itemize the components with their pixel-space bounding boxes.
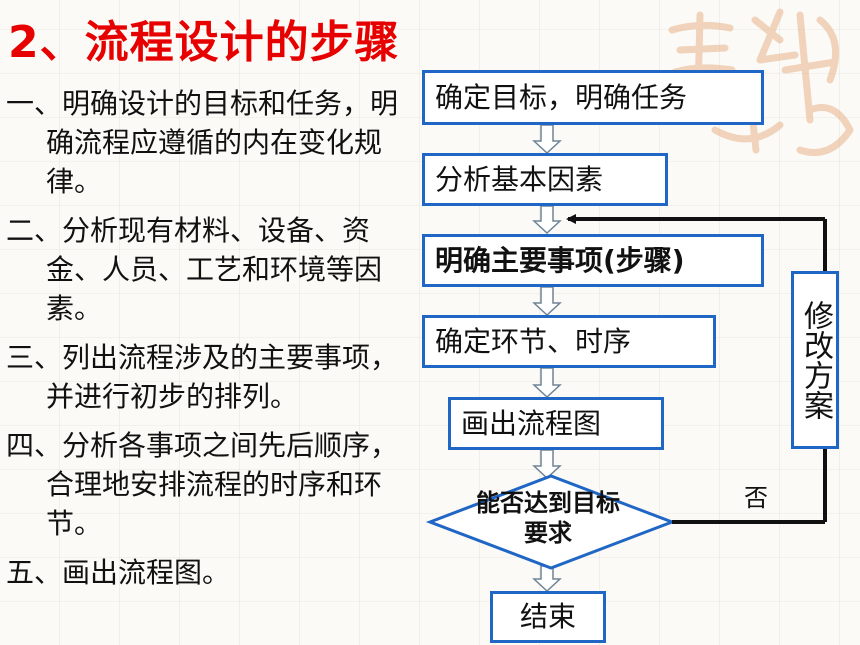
down-arrow-icon: [532, 286, 562, 317]
revise-plan-box: 修改方案: [791, 271, 839, 449]
page-title: 2、流程设计的步骤: [8, 17, 400, 68]
no-label: 否: [744, 484, 768, 512]
decision-label: 能否达到目标要求: [476, 489, 620, 547]
list-item: 一、明确设计的目标和任务，明确流程应遵循的内在变化规律。: [6, 87, 399, 198]
flow-step-analyze-factors: 分析基本因素: [422, 153, 668, 206]
down-arrow-icon: [532, 124, 562, 155]
flow-step-sequence: 确定环节、时序: [422, 315, 716, 368]
list-item: 四、分析各事项之间先后顺序，合理地安排流程的时序和环节。: [6, 429, 399, 540]
flow-step-main-items: 明确主要事项(步骤): [422, 234, 764, 287]
down-arrow-icon: [532, 449, 562, 480]
down-arrow-icon: [532, 205, 562, 235]
step-list: 一、明确设计的目标和任务，明确流程应遵循的内在变化规律。 二、分析现有材料、设备…: [6, 84, 416, 592]
flow-end: 结束: [490, 591, 606, 643]
down-arrow-icon: [532, 565, 562, 593]
down-arrow-icon: [532, 367, 562, 399]
flow-step-define-goal: 确定目标，明确任务: [422, 70, 764, 125]
list-item: 五、画出流程图。: [6, 556, 231, 589]
flow-step-draw-chart: 画出流程图: [448, 397, 664, 450]
list-item: 三、列出流程涉及的主要事项，并进行初步的排列。: [6, 341, 399, 413]
list-item: 二、分析现有材料、设备、资金、人员、工艺和环境等因素。: [6, 214, 383, 325]
